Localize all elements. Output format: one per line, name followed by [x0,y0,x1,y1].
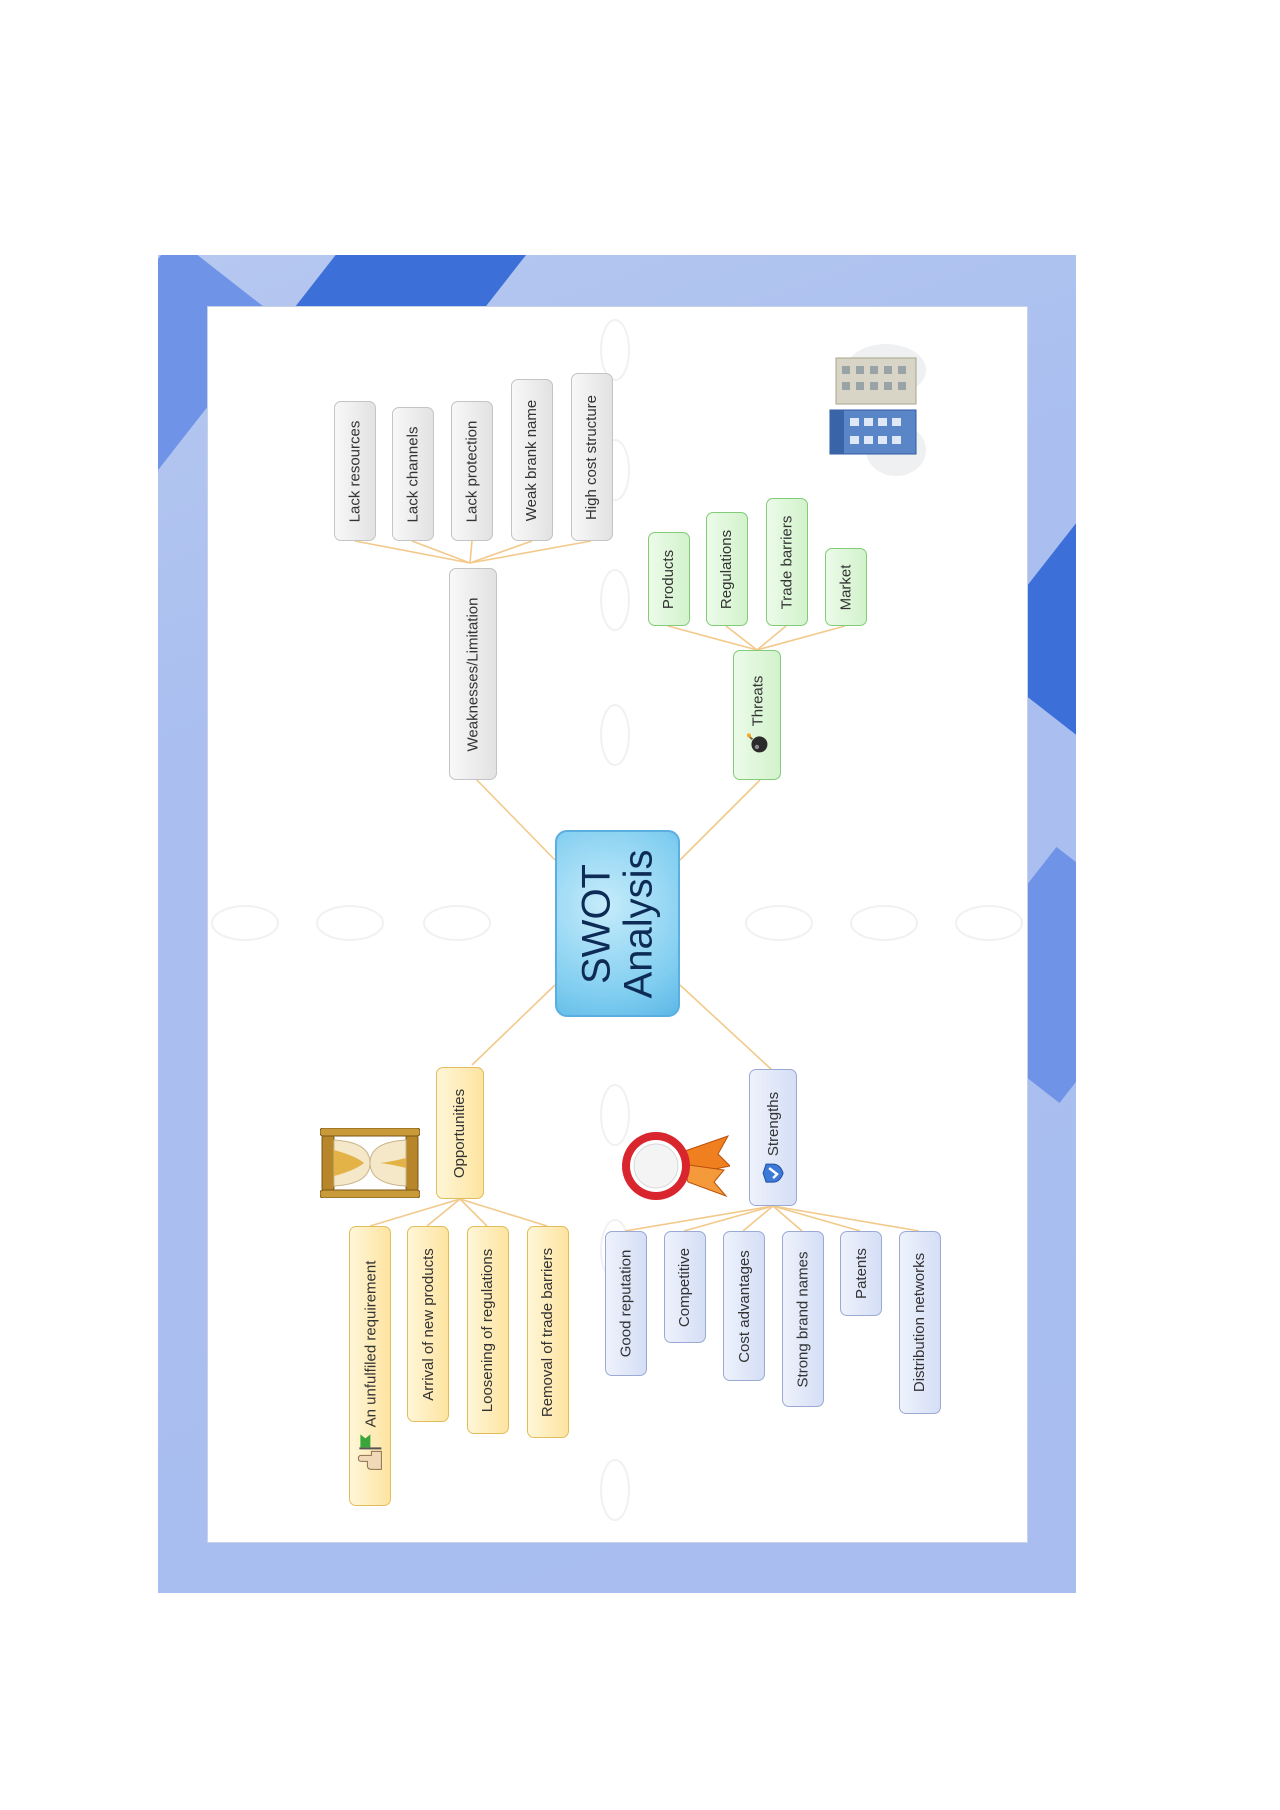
threat-item[interactable]: Market [825,548,867,626]
weakness-item-label: High cost structure [583,394,601,520]
hand-flag-icon [357,1434,382,1470]
weakness-item-label: Weak brank name [523,399,541,521]
opportunity-item[interactable]: Loosening of regulations [467,1226,509,1434]
branch-opportunities[interactable]: Opportunities [436,1067,484,1199]
strength-item[interactable]: Competitive [664,1231,706,1343]
branch-threats-label: Threats [748,675,766,727]
strength-item-label: Patents [852,1248,870,1299]
weakness-item[interactable]: Lack channels [392,407,434,541]
threat-item[interactable]: Trade barriers [766,498,808,626]
threat-item-label: Products [660,549,678,609]
weakness-item-label: Lack resources [346,420,364,522]
threat-item-label: Trade barriers [778,515,796,609]
weakness-item-label: Lack channels [404,426,422,522]
weakness-item[interactable]: Lack protection [451,401,493,541]
opportunity-item[interactable]: Arrival of new products [407,1226,449,1422]
branch-lines [354,540,920,1232]
weakness-item-label: Lack protection [463,420,481,522]
branch-strengths[interactable]: Strengths [749,1069,797,1206]
threat-item-label: Regulations [718,529,736,609]
branch-weaknesses-label: Weaknesses/Limitation [464,597,482,751]
branch-strengths-label: Strengths [764,1091,782,1156]
weakness-item[interactable]: High cost structure [571,373,613,541]
bomb-icon [746,733,768,753]
strength-item[interactable]: Distribution networks [899,1231,941,1414]
branch-opportunities-label: Opportunities [451,1088,469,1178]
branch-weaknesses[interactable]: Weaknesses/Limitation [449,568,497,780]
award-ribbon-icon [622,1132,730,1200]
strength-item[interactable]: Cost advantages [723,1231,765,1381]
strength-item[interactable]: Good reputation [605,1231,647,1376]
opportunity-item-label: Loosening of regulations [479,1248,497,1412]
weakness-item[interactable]: Weak brank name [511,379,553,541]
opportunity-item[interactable]: Removal of trade barriers [527,1226,569,1438]
strength-item-label: Distribution networks [911,1252,929,1393]
opportunity-item-label: Arrival of new products [419,1247,437,1401]
branch-threats[interactable]: Threats [733,650,781,780]
opportunity-item[interactable]: An unfulfiled requirement [349,1226,391,1506]
strength-item-label: Cost advantages [735,1249,753,1363]
threat-item[interactable]: Regulations [706,512,748,626]
strength-item-label: Good reputation [617,1249,635,1358]
threat-item-label: Market [837,564,855,610]
threat-item[interactable]: Products [648,532,690,626]
strength-item[interactable]: Patents [840,1231,882,1316]
opportunity-item-label: An unfulfiled requirement [361,1260,379,1428]
buildings-icon [829,344,926,476]
strength-item-label: Strong brand names [794,1251,812,1387]
weakness-item[interactable]: Lack resources [334,401,376,541]
checkmark-icon [762,1163,784,1183]
opportunity-item-label: Removal of trade barriers [539,1247,557,1417]
strength-item-label: Competitive [676,1247,694,1327]
background-ovals [211,319,1023,1521]
strength-item[interactable]: Strong brand names [782,1231,824,1407]
hourglass-icon [320,1128,420,1198]
